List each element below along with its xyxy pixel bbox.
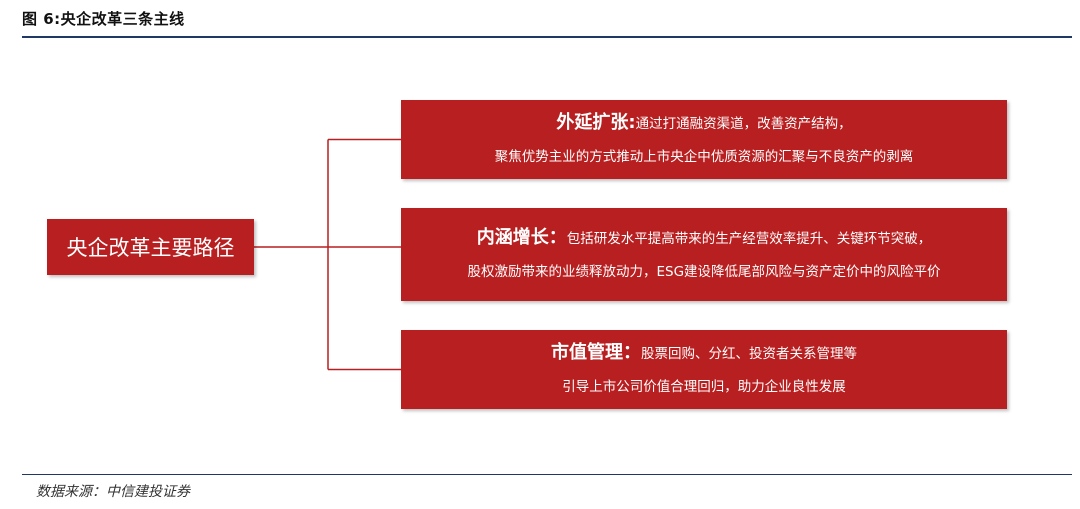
source-note: 数据来源：中信建投证券 <box>36 484 190 500</box>
figure-title: 图 6:央企改革三条主线 <box>22 10 185 28</box>
branch-text: 通过打通融资渠道，改善资产结构， <box>635 116 852 133</box>
branch-line-1: 市值管理：股票回购、分红、投资者关系管理等 <box>551 344 857 362</box>
branch-line-1: 内涵增长：包括研发水平提高带来的生产经营效率提升、关键环节突破， <box>477 229 932 247</box>
branch-heading: 市值管理： <box>551 342 641 364</box>
branch-node-external-expansion: 外延扩张:通过打通融资渠道，改善资产结构， 聚焦优势主业的方式推动上市央企中优质… <box>401 100 1007 179</box>
branch-line-2: 引导上市公司价值合理回归，助力企业良性发展 <box>562 379 846 396</box>
branch-text: 股票回购、分红、投资者关系管理等 <box>641 346 857 363</box>
branch-line-1: 外延扩张:通过打通融资渠道，改善资产结构， <box>556 114 851 132</box>
top-divider <box>22 36 1072 38</box>
branch-text: 包括研发水平提高带来的生产经营效率提升、关键环节突破， <box>566 231 932 248</box>
root-node: 央企改革主要路径 <box>47 219 254 275</box>
branch-node-internal-growth: 内涵增长：包括研发水平提高带来的生产经营效率提升、关键环节突破， 股权激励带来的… <box>401 208 1007 301</box>
branch-line-2: 聚焦优势主业的方式推动上市央企中优质资源的汇聚与不良资产的剥离 <box>494 149 914 166</box>
branch-heading: 外延扩张: <box>556 112 636 134</box>
bottom-divider <box>22 474 1072 475</box>
branch-heading: 内涵增长： <box>476 227 567 249</box>
branch-node-market-value-management: 市值管理：股票回购、分红、投资者关系管理等 引导上市公司价值合理回归，助力企业良… <box>401 330 1007 409</box>
branch-line-2: 股权激励带来的业绩释放动力，ESG建设降低尾部风险与资产定价中的风险平价 <box>467 264 941 281</box>
